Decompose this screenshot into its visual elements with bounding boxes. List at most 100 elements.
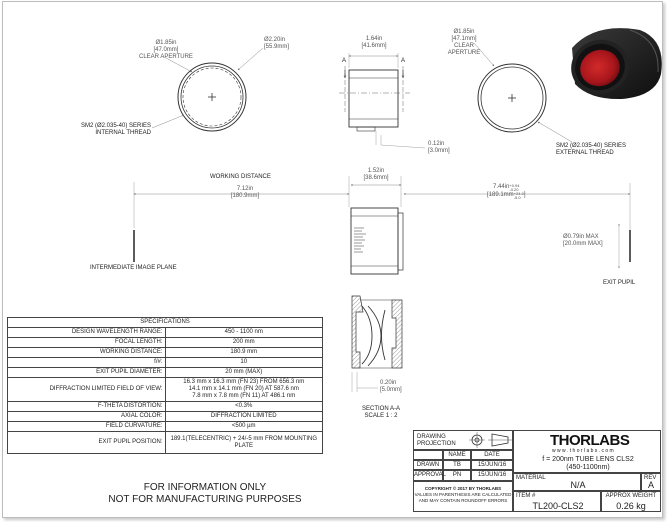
dim-inch: Ø1.85in <box>155 40 177 46</box>
body-length-dim: 1.52in [38.6mm] <box>358 168 394 182</box>
thorlabs-logo: THORLABS <box>550 432 630 449</box>
spec-value: 450 - 1100 nm <box>164 327 323 338</box>
dim-inch: 0.20in <box>380 380 397 386</box>
spec-value: 200 mm <box>164 337 323 348</box>
description-line: f = 200nm TUBE LENS CLS2 <box>542 456 634 463</box>
title-block: DRAWING PROJECTION NAME DATE DRAWN TB 15… <box>413 430 661 512</box>
dim-inch: Ø1.85in <box>453 29 475 35</box>
clear-aperture-label: CLEAR APERTURE <box>139 54 193 60</box>
weight-value: 0.26 kg <box>616 501 646 511</box>
section-thickness-dim: 0.20in [5.0mm] <box>380 380 402 394</box>
drawing-projection-cell: DRAWING PROJECTION <box>413 430 513 450</box>
spec-value: DIFFRACTION LIMITED <box>164 411 323 422</box>
table-row: DESIGN WAVELENGTH RANGE: 450 - 1100 nm <box>7 327 323 338</box>
spec-label: DIFFRACTION LIMITED FIELD OF VIEW: <box>7 377 166 402</box>
rounding-note: VALUES IN PARENTHESIS ARE CALCULATED <box>414 492 512 497</box>
product-render <box>571 28 662 100</box>
spec-label: FOCAL LENGTH: <box>7 337 166 348</box>
spec-value: 10 <box>164 357 323 368</box>
dim-mm: [47.0mm] <box>153 47 179 53</box>
table-row: FIELD CURVATURE: <500 µm <box>7 421 323 432</box>
disclaimer: FOR INFORMATION ONLY NOT FOR MANUFACTURI… <box>80 482 330 506</box>
spec-value: <0.3% <box>164 401 323 412</box>
dim-inch: 1.52in <box>367 168 385 174</box>
material-value: N/A <box>570 480 586 490</box>
table-row: FOCAL LENGTH: 200 mm <box>7 337 323 348</box>
copyright-text: COPYRIGHT © 2017 BY THORLABS <box>424 486 502 491</box>
tolerance-minus: -0.20 <box>509 187 519 192</box>
name-header: NAME <box>443 450 471 460</box>
dim-inch: 7.12in <box>236 186 254 192</box>
blank-cell <box>413 450 443 460</box>
thread-spec: SM2 (Ø2.035-40) SERIES <box>80 123 151 129</box>
part-description: f = 200nm TUBE LENS CLS2 (450-1100nm) <box>520 456 656 472</box>
projection-label: DRAWING <box>417 434 446 440</box>
company-cell: THORLABS w w w . t h o r l a b s . c o m… <box>513 430 661 473</box>
working-distance-dim: 7.12in [180.9mm] <box>227 186 263 200</box>
tolerance-minus: -5.0 <box>513 195 521 200</box>
spec-label: FIELD CURVATURE: <box>7 421 166 432</box>
dim-mm: [180.9mm] <box>230 193 260 199</box>
spec-label: f/#: <box>7 357 166 368</box>
approval-label: APPROVAL <box>413 470 446 481</box>
spec-label: EXIT PUPIL DIAMETER: <box>7 367 166 378</box>
rev-label: REV <box>644 475 657 481</box>
dim-inch: Ø0.79in MAX <box>563 234 599 240</box>
side-length-dim: 1.64in [41.6mm] <box>357 36 391 50</box>
item-cell: ITEM # TL200-CLS2 <box>513 491 601 512</box>
material-label: MATERIAL <box>516 475 546 481</box>
pupil-distance-dim: 7.44in+0.94-0.20 [189.1mm+24.0-5.0] <box>487 183 526 200</box>
dim-mm: [189.1mm <box>487 192 514 198</box>
approval-date: 15/JUN/16 <box>471 470 513 481</box>
working-distance-label: WORKING DISTANCE <box>210 174 271 180</box>
dim-inch: 1.64in <box>365 36 383 42</box>
front-view <box>151 47 264 132</box>
table-row: AXIAL COLOR: DIFFRACTION LIMITED <box>7 411 323 422</box>
spec-value: 180.9 mm <box>164 347 323 358</box>
spec-value: <500 µm <box>164 421 323 432</box>
section-mark-left: A <box>342 58 347 64</box>
thread-type: INTERNAL THREAD <box>95 130 151 136</box>
front-outer-dim: Ø2.20in [55.9mm] <box>264 37 289 51</box>
date-header: DATE <box>471 450 513 460</box>
disclaimer-line: FOR INFORMATION ONLY <box>143 482 267 493</box>
optical-path-view <box>133 176 631 275</box>
drawn-label: DRAWN <box>413 460 443 470</box>
back-clear-aperture-dim: Ø1.85in [47.1mm] CLEAR APERTURE <box>445 29 483 57</box>
dim-inch: Ø2.20in <box>264 37 286 43</box>
material-cell: MATERIAL N/A <box>513 473 641 491</box>
spec-label: F-THETA DISTORTION: <box>7 401 166 412</box>
drawn-name: TB <box>443 460 471 470</box>
projection-symbol <box>469 432 512 448</box>
website: w w w . t h o r l a b s . c o m <box>552 448 614 454</box>
thread-type: EXTERNAL THREAD <box>556 150 614 156</box>
tolerance-plus: +0.94 <box>509 183 520 188</box>
dim-mm: [55.9mm] <box>264 44 290 50</box>
dim-mm: [38.6mm] <box>363 175 389 181</box>
dim-inch: 0.12in <box>428 141 445 147</box>
aperture-label: APERTURE <box>447 50 481 56</box>
external-thread-label: SM2 (Ø2.035-40) SERIES EXTERNAL THREAD <box>556 143 626 157</box>
front-clear-aperture-dim: Ø1.85in [47.0mm] CLEAR APERTURE <box>139 40 193 61</box>
spec-label: EXIT PUPIL POSITION: <box>7 431 166 454</box>
bracket-close: ] <box>523 192 526 198</box>
rev-cell: REV A <box>641 473 661 491</box>
spec-value: 16.3 mm x 16.3 mm (FN 23) FROM 656.3 nm … <box>164 377 323 402</box>
spec-value: 20 mm (MAX) <box>164 367 323 378</box>
disclaimer-line: NOT FOR MANUFACTURING PURPOSES <box>108 494 302 505</box>
exit-pupil-label: EXIT PUPIL <box>603 280 636 286</box>
pupil-size-dim: Ø0.79in MAX [20.0mm MAX] <box>563 234 603 248</box>
tolerance-plus: +24.0 <box>513 191 524 196</box>
dim-mm: [5.0mm] <box>380 387 402 393</box>
copyright-cell: COPYRIGHT © 2017 BY THORLABS VALUES IN P… <box>413 481 513 512</box>
weight-cell: APPROX WEIGHT 0.26 kg <box>601 491 661 512</box>
section-view <box>351 295 403 392</box>
rounding-note: AND MAY CONTAIN ROUNDOFF ERRORS <box>418 498 508 503</box>
rev-value: A <box>647 480 654 490</box>
dim-mm: [47.1mm] <box>451 36 477 42</box>
spec-label: WORKING DISTANCE: <box>7 347 166 358</box>
section-scale: SCALE 1 : 2 <box>364 413 398 419</box>
table-row: EXIT PUPIL POSITION: 189.1(TELECENTRIC) … <box>7 431 323 454</box>
